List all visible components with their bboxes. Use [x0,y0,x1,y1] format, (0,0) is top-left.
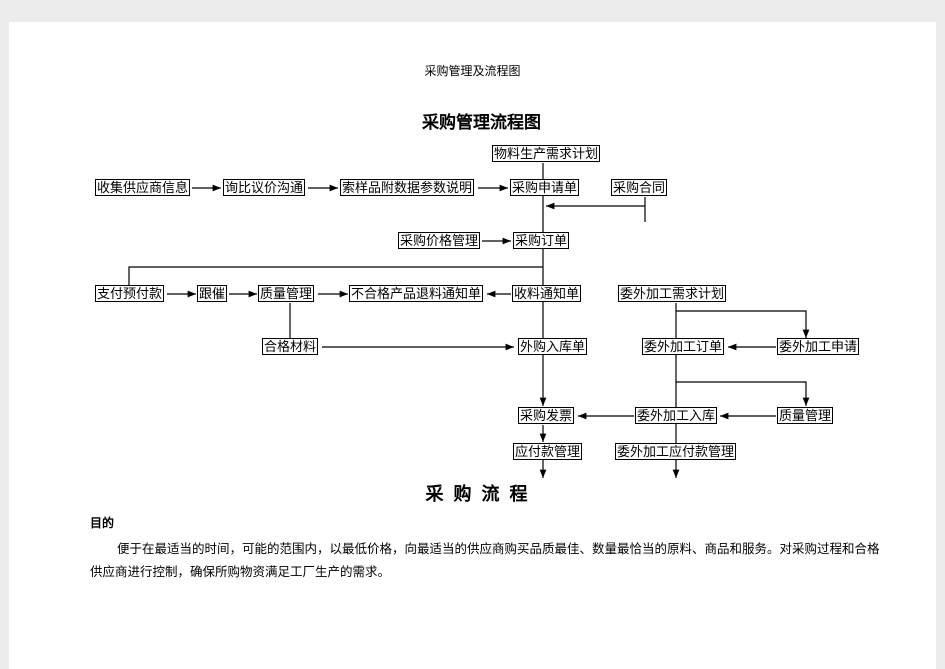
box-caigou-dingdan: 采购订单 [513,232,570,249]
box-yingfu-guanli: 应付款管理 [513,443,583,460]
box-weiwai-yingfu: 委外加工应付款管理 [615,443,737,460]
page-header: 采购管理及流程图 [424,64,521,78]
line-feedback-zhifu [128,266,543,286]
box-xunbi-goutong: 询比议价沟通 [223,179,306,196]
arrow-ruku-zhiliang2 [676,381,810,406]
box-wuliao-jihua: 物料生产需求计划 [492,145,601,162]
box-caigou-fapiao: 采购发票 [518,407,575,424]
box-buhege: 不合格产品退料通知单 [349,285,484,302]
box-hege-cailiao: 合格材料 [262,338,319,355]
box-zhifu-yufu: 支付预付款 [95,285,165,302]
box-zhiliang-guanli-2: 质量管理 [777,407,834,424]
box-caigou-hetong: 采购合同 [611,179,668,196]
box-weiwai-ruku: 委外加工入库 [635,407,718,424]
purpose-paragraph: 便于在最适当的时间，可能的范围内，以最低价格，向最适当的供应商购买品质最佳、数量… [90,541,880,579]
box-jiage-guanli: 采购价格管理 [398,232,481,249]
box-zhiliang-guanli: 质量管理 [258,285,315,302]
arrow-weiwai-shenqing [676,310,810,338]
box-suoyang: 索样品附数据参数说明 [340,179,475,196]
box-genchui: 跟催 [197,285,228,302]
box-weiwai-dingdan: 委外加工订单 [642,338,725,355]
box-weiwai-jihua: 委外加工需求计划 [618,285,727,302]
section-title: 采购流程 [425,484,538,505]
box-caigou-shenqing: 采购申请单 [510,179,580,196]
box-shouji-xinxi: 收集供应商信息 [95,179,191,196]
flowchart-title: 采购管理流程图 [422,113,541,133]
box-weiwai-shenqing: 委外加工申请 [777,338,860,355]
box-waigou-ruku: 外购入库单 [518,338,588,355]
box-shouliao: 收料通知单 [512,285,582,302]
subhead-purpose: 目的 [90,516,115,530]
